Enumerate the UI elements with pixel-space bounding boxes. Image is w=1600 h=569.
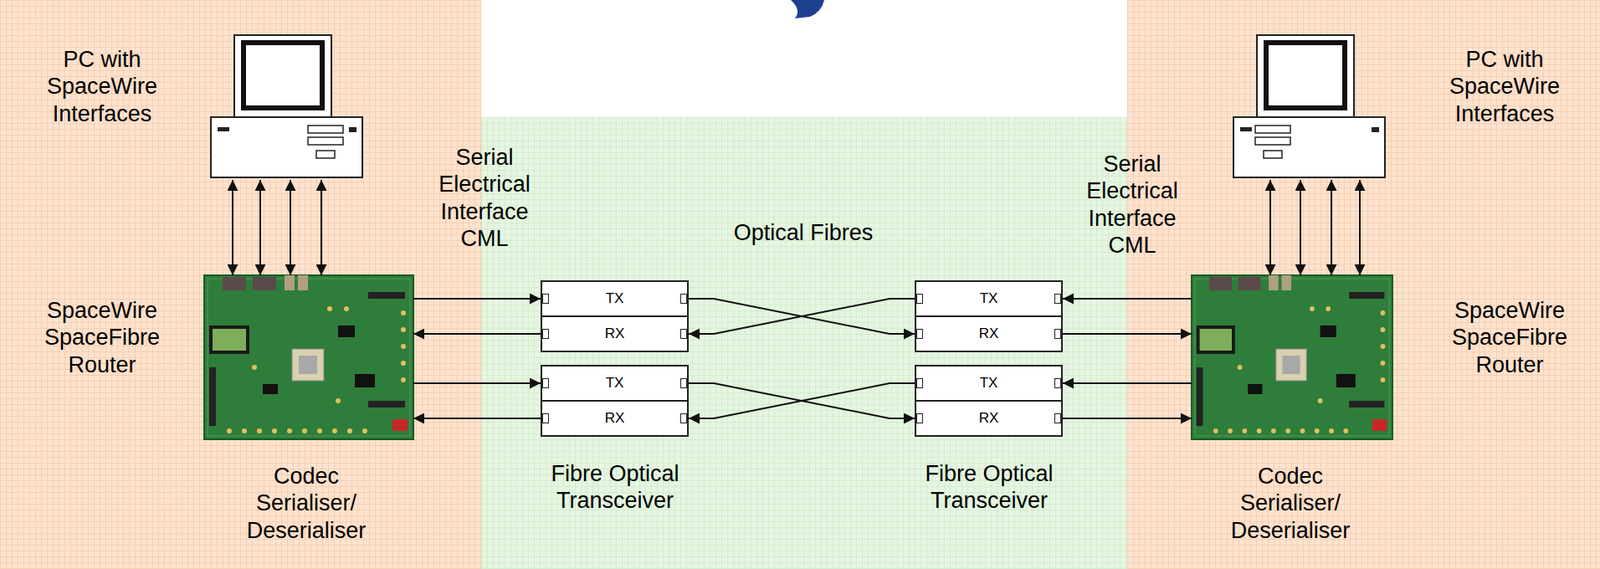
connector: [1330, 179, 1333, 276]
annotation-label: Serial Electrical Interface CML: [417, 143, 552, 253]
transceiver-port: RX: [914, 315, 1063, 353]
device-label: SpaceWire SpaceFibre Router: [1442, 297, 1577, 379]
port-square: [1054, 378, 1062, 389]
router-board: SpaceWire SpaceFibre RouterCodec Seriali…: [1191, 275, 1393, 440]
connector: [1358, 179, 1361, 276]
transceiver-port: TX: [914, 280, 1063, 318]
connector: [688, 383, 915, 419]
port-label: TX: [605, 375, 625, 392]
computer: PC with SpaceWire Interfaces: [209, 33, 365, 180]
port-square: [916, 293, 924, 304]
transceiver-port: TX: [540, 364, 689, 402]
connector: [688, 383, 915, 419]
connector: [1062, 297, 1192, 300]
port-label: RX: [605, 410, 626, 427]
device-label: PC with SpaceWire Interfaces: [35, 46, 170, 128]
port-label: TX: [605, 291, 625, 308]
connector: [1269, 179, 1272, 276]
port-square: [680, 293, 688, 304]
transceiver-port: RX: [540, 400, 689, 437]
transceiver-port: TX: [540, 280, 689, 318]
device-label: PC with SpaceWire Interfaces: [1437, 46, 1572, 128]
port-square: [680, 328, 688, 339]
function-label: Codec Serialiser/ Deserialiser: [226, 462, 386, 544]
port-square: [1054, 293, 1062, 304]
computer: PC with SpaceWire Interfaces: [1231, 33, 1387, 180]
annotation-label: Optical Fibres: [694, 219, 913, 247]
port-square: [916, 378, 924, 389]
port-square: [542, 293, 549, 304]
connector: [1299, 179, 1302, 276]
port-square: [916, 328, 924, 339]
annotation-label: Serial Electrical Interface CML: [1065, 150, 1200, 260]
port-square: [1054, 413, 1062, 424]
function-label: Codec Serialiser/ Deserialiser: [1210, 462, 1370, 544]
transceiver-port: RX: [914, 400, 1063, 437]
port-square: [916, 413, 924, 424]
connector: [413, 417, 541, 420]
pc-illustration: [1233, 35, 1385, 178]
title-fragment: [790, 0, 825, 19]
port-square: [680, 378, 688, 389]
connector: [413, 382, 541, 385]
port-label: RX: [605, 326, 626, 343]
port-square: [542, 378, 549, 389]
port-label: TX: [979, 291, 999, 308]
port-square: [680, 413, 688, 424]
connector: [1062, 333, 1192, 335]
connector: [688, 298, 915, 334]
connector: [413, 333, 541, 335]
port-label: RX: [979, 326, 1000, 343]
router-board: [204, 275, 414, 440]
port-square: [1054, 328, 1062, 339]
connector: [320, 179, 323, 276]
pc-illustration: [210, 35, 363, 178]
connector: [259, 179, 262, 276]
router-board: [1191, 275, 1393, 440]
connector: [289, 179, 292, 276]
port-label: RX: [979, 410, 1000, 427]
connector: [688, 298, 915, 334]
connector: [1062, 417, 1192, 420]
connector: [413, 297, 541, 300]
connector: [1062, 382, 1192, 385]
port-label: TX: [979, 375, 999, 392]
transceiver-port: RX: [540, 315, 689, 353]
device-label: SpaceWire SpaceFibre Router: [35, 297, 170, 379]
annotation-label: Fibre Optical Transceiver: [909, 460, 1069, 515]
connector: [231, 179, 234, 276]
port-square: [542, 328, 549, 339]
router-board: SpaceWire SpaceFibre RouterCodec Seriali…: [204, 275, 414, 440]
transceiver-port: TX: [914, 364, 1063, 402]
port-square: [542, 413, 549, 424]
annotation-label: Fibre Optical Transceiver: [535, 460, 695, 515]
